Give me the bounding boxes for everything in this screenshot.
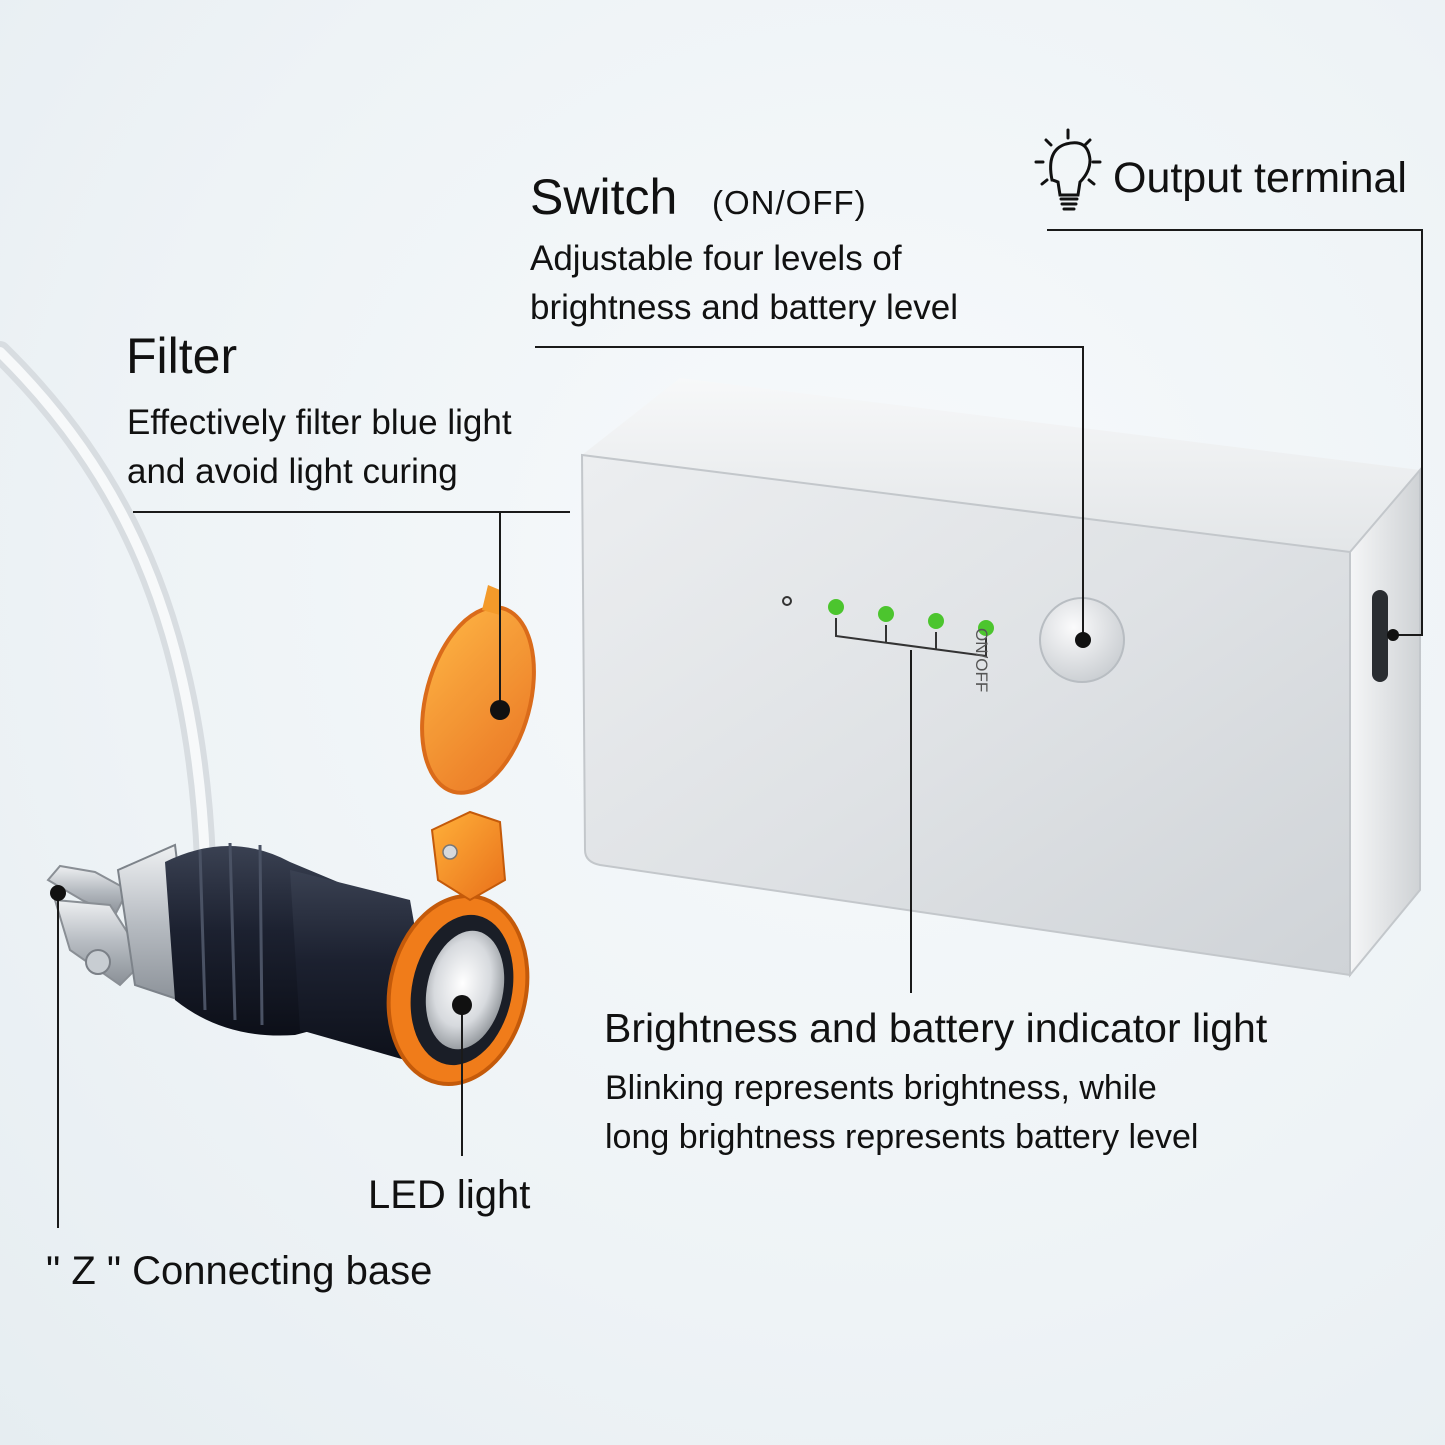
indicator-led-2 xyxy=(878,606,894,622)
callout-dot-base xyxy=(50,885,66,901)
callout-line-output xyxy=(1047,229,1423,636)
z-base-title: " Z " Connecting base xyxy=(46,1249,433,1293)
status-pinhole xyxy=(782,596,792,606)
indicator-led-4 xyxy=(978,620,994,636)
callout-dot-switch xyxy=(1075,632,1091,648)
filter-hinge xyxy=(430,810,507,902)
filter-title: Filter xyxy=(126,328,238,384)
filter-description: Effectively filter blue light and avoid … xyxy=(127,403,512,491)
callout-line-switch xyxy=(535,346,1084,640)
callout-line-filter xyxy=(133,511,570,710)
callout-lines xyxy=(50,229,1423,1228)
led-light-title: LED light xyxy=(368,1173,531,1217)
indicator-bracket xyxy=(835,618,987,658)
usb-port xyxy=(1372,590,1388,682)
indicator-description: Blinking represents brightness, while lo… xyxy=(605,1069,1199,1156)
barrel-ring-lines xyxy=(198,842,264,1026)
battery-box-front xyxy=(580,453,1351,977)
indicator-title: Brightness and battery indicator light xyxy=(604,1005,1268,1051)
output-terminal-title: Output terminal xyxy=(1113,154,1407,202)
indicator-led-3 xyxy=(928,613,944,629)
lightbulb-icon xyxy=(1034,128,1102,211)
device-onoff-text: ON/OFF xyxy=(972,628,991,693)
lens-glass xyxy=(425,930,505,1050)
switch-subtitle: (ON/OFF) xyxy=(712,184,867,221)
hinge-screw xyxy=(442,844,458,860)
callout-dot-output xyxy=(1387,629,1399,641)
battery-box xyxy=(580,378,1421,978)
filter-flap xyxy=(420,605,536,795)
switch-title: Switch xyxy=(530,169,678,225)
switch-description: Adjustable four levels of brightness and… xyxy=(530,239,959,327)
battery-box-top xyxy=(582,378,1420,552)
z-base-screw xyxy=(85,949,111,975)
cable-highlight xyxy=(0,347,210,865)
filter-tab xyxy=(482,585,500,615)
battery-box-side xyxy=(1349,467,1421,978)
indicator-led-1 xyxy=(828,599,844,615)
callout-dot-filter xyxy=(490,700,510,720)
headlight xyxy=(46,585,536,1086)
callout-dot-led xyxy=(452,995,472,1015)
